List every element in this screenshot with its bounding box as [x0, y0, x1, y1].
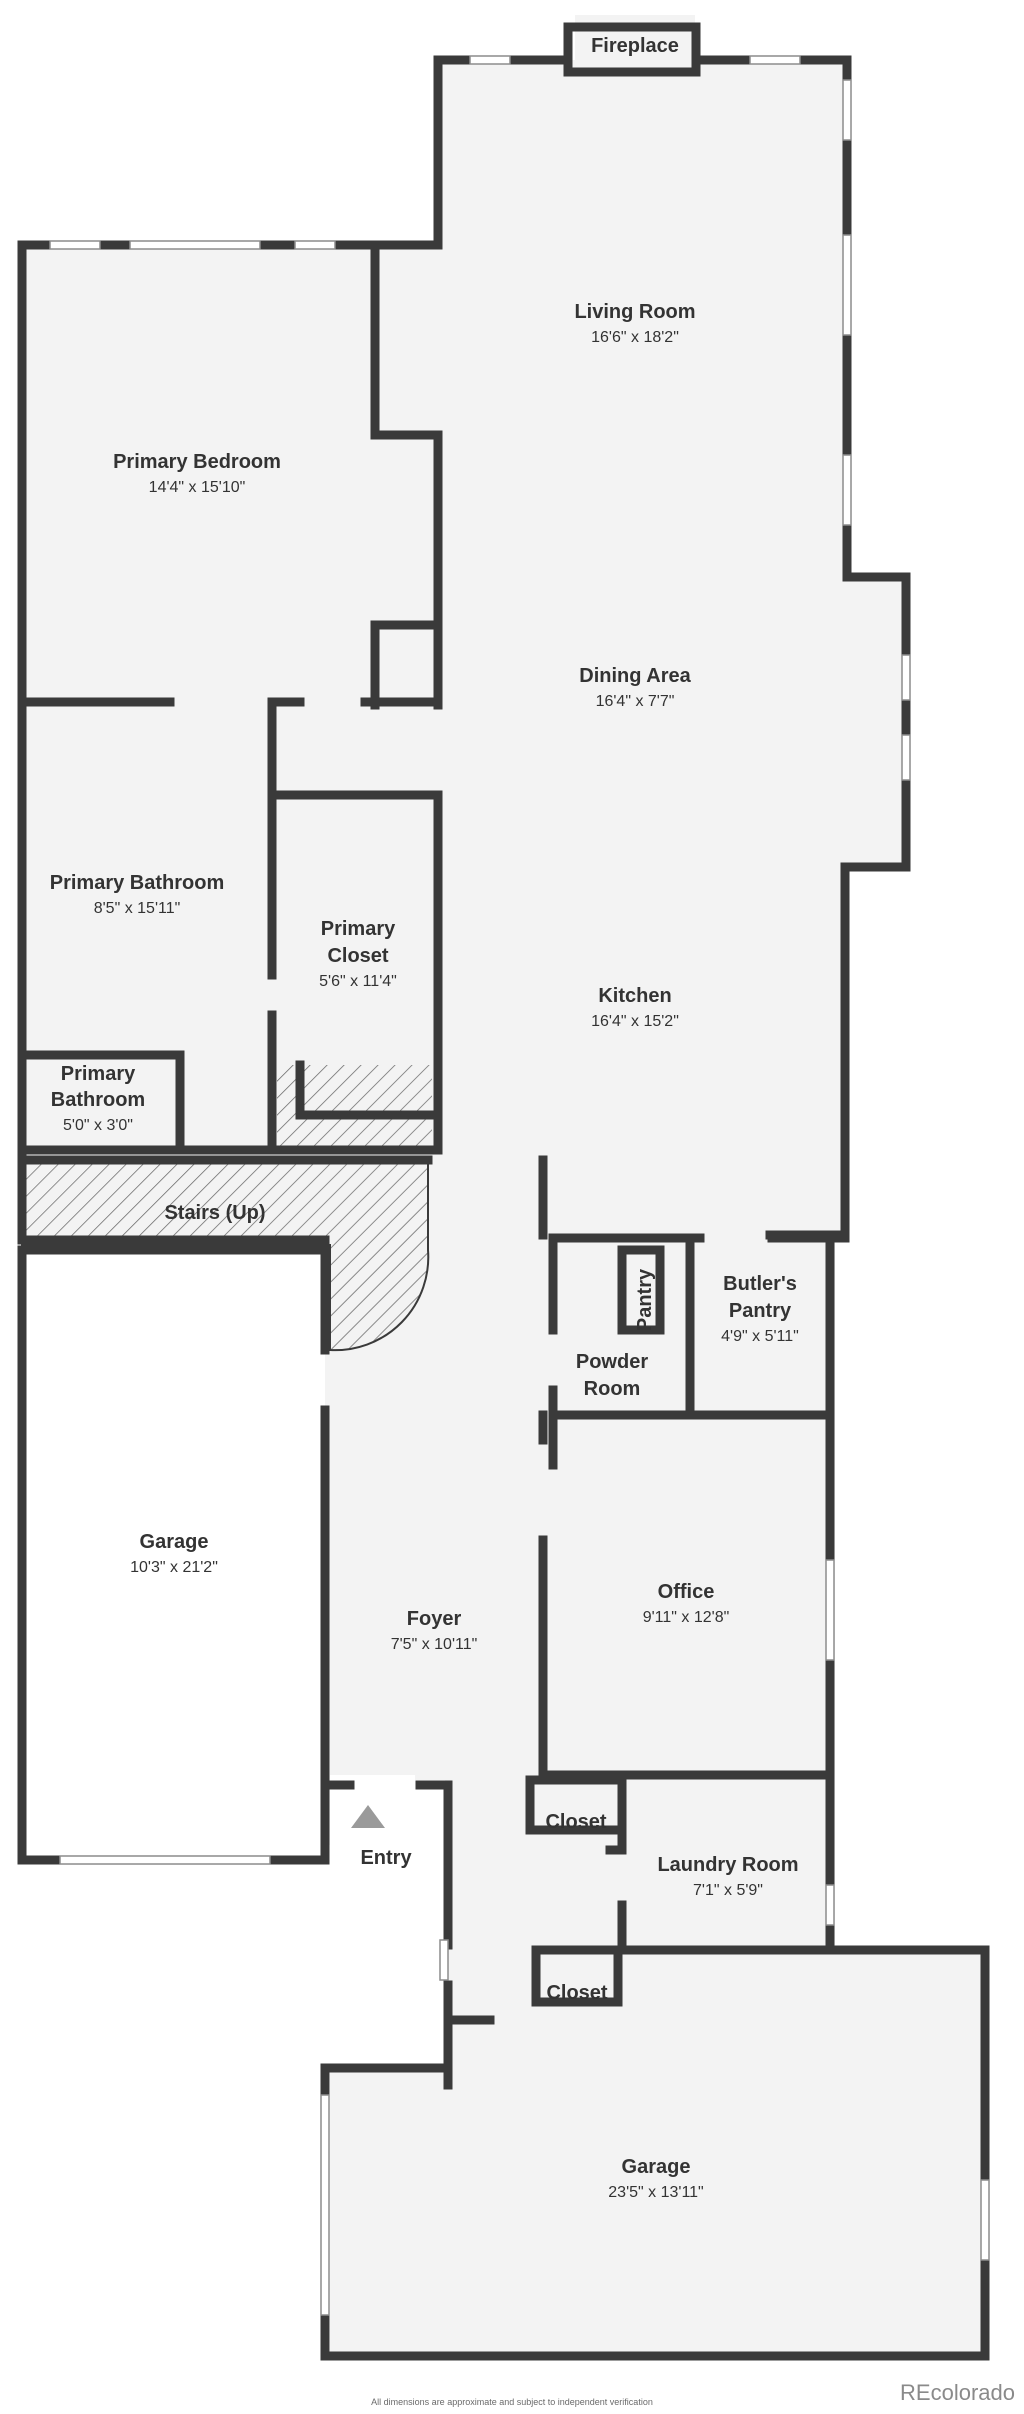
dining-area-name: Dining Area [579, 665, 691, 687]
garage-left-name: Garage [140, 1531, 209, 1553]
powder-room-name-1: Powder [576, 1351, 648, 1373]
primary-bedroom-dims: 14'4" x 15'10" [149, 479, 246, 496]
primary-bedroom-name: Primary Bedroom [113, 451, 281, 473]
primary-bathroom-name: Primary Bathroom [50, 872, 225, 894]
stairs-label: Stairs (Up) [164, 1202, 265, 1224]
brand-watermark: REcolorado [900, 2380, 1015, 2405]
small-bathroom-name-1: Primary [61, 1063, 136, 1085]
living-room-name: Living Room [574, 301, 695, 323]
office-name: Office [658, 1581, 715, 1603]
small-bathroom-name-2: Bathroom [51, 1089, 145, 1111]
kitchen-dims: 16'4" x 15'2" [591, 1013, 679, 1030]
room-labels: Fireplace Living Room 16'6" x 18'2" Prim… [50, 35, 799, 2201]
lower-closet-box [531, 1945, 623, 2007]
entry-arrow-icon [351, 1805, 385, 1828]
butlers-pantry-dims: 4'9" x 5'11" [721, 1328, 799, 1345]
butlers-pantry-name-1: Butler's [723, 1273, 797, 1295]
foyer-name: Foyer [407, 1608, 462, 1630]
laundry-room-name: Laundry Room [657, 1854, 798, 1876]
butlers-pantry-name-2: Pantry [729, 1300, 792, 1322]
living-room-dims: 16'6" x 18'2" [591, 329, 679, 346]
pantry-box [617, 1245, 665, 1335]
closet-lower-label: Closet [546, 1982, 607, 2004]
garage-left-dims: 10'3" x 21'2" [130, 1559, 218, 1576]
fireplace-box [563, 22, 701, 77]
dining-area-dims: 16'4" x 7'7" [596, 693, 675, 710]
kitchen-name: Kitchen [598, 985, 671, 1007]
stairs-hatch [21, 1159, 430, 1352]
laundry-room-dims: 7'1" x 5'9" [693, 1882, 763, 1899]
foyer-dims: 7'5" x 10'11" [391, 1636, 478, 1653]
powder-room-name-2: Room [584, 1378, 641, 1400]
primary-closet-name-2: Closet [327, 945, 388, 967]
office-dims: 9'11" x 12'8" [643, 1609, 730, 1626]
entry-label: Entry [360, 1847, 412, 1869]
fireplace-label: Fireplace [591, 35, 679, 57]
pantry-label: Pantry [634, 1268, 656, 1331]
small-bathroom-dims: 5'0" x 3'0" [63, 1117, 133, 1134]
windows [49, 55, 990, 2316]
primary-bathroom-dims: 8'5" x 15'11" [94, 900, 181, 917]
primary-closet-name-1: Primary [321, 918, 396, 940]
walls [17, 22, 990, 2361]
garage-bottom-name: Garage [622, 2156, 691, 2178]
primary-closet-dims: 5'6" x 11'4" [319, 973, 397, 990]
disclaimer-footnote: All dimensions are approximate and subje… [371, 2397, 653, 2407]
closet-upper-label: Closet [545, 1811, 606, 1833]
garage-bottom-dims: 23'5" x 13'11" [608, 2184, 703, 2201]
